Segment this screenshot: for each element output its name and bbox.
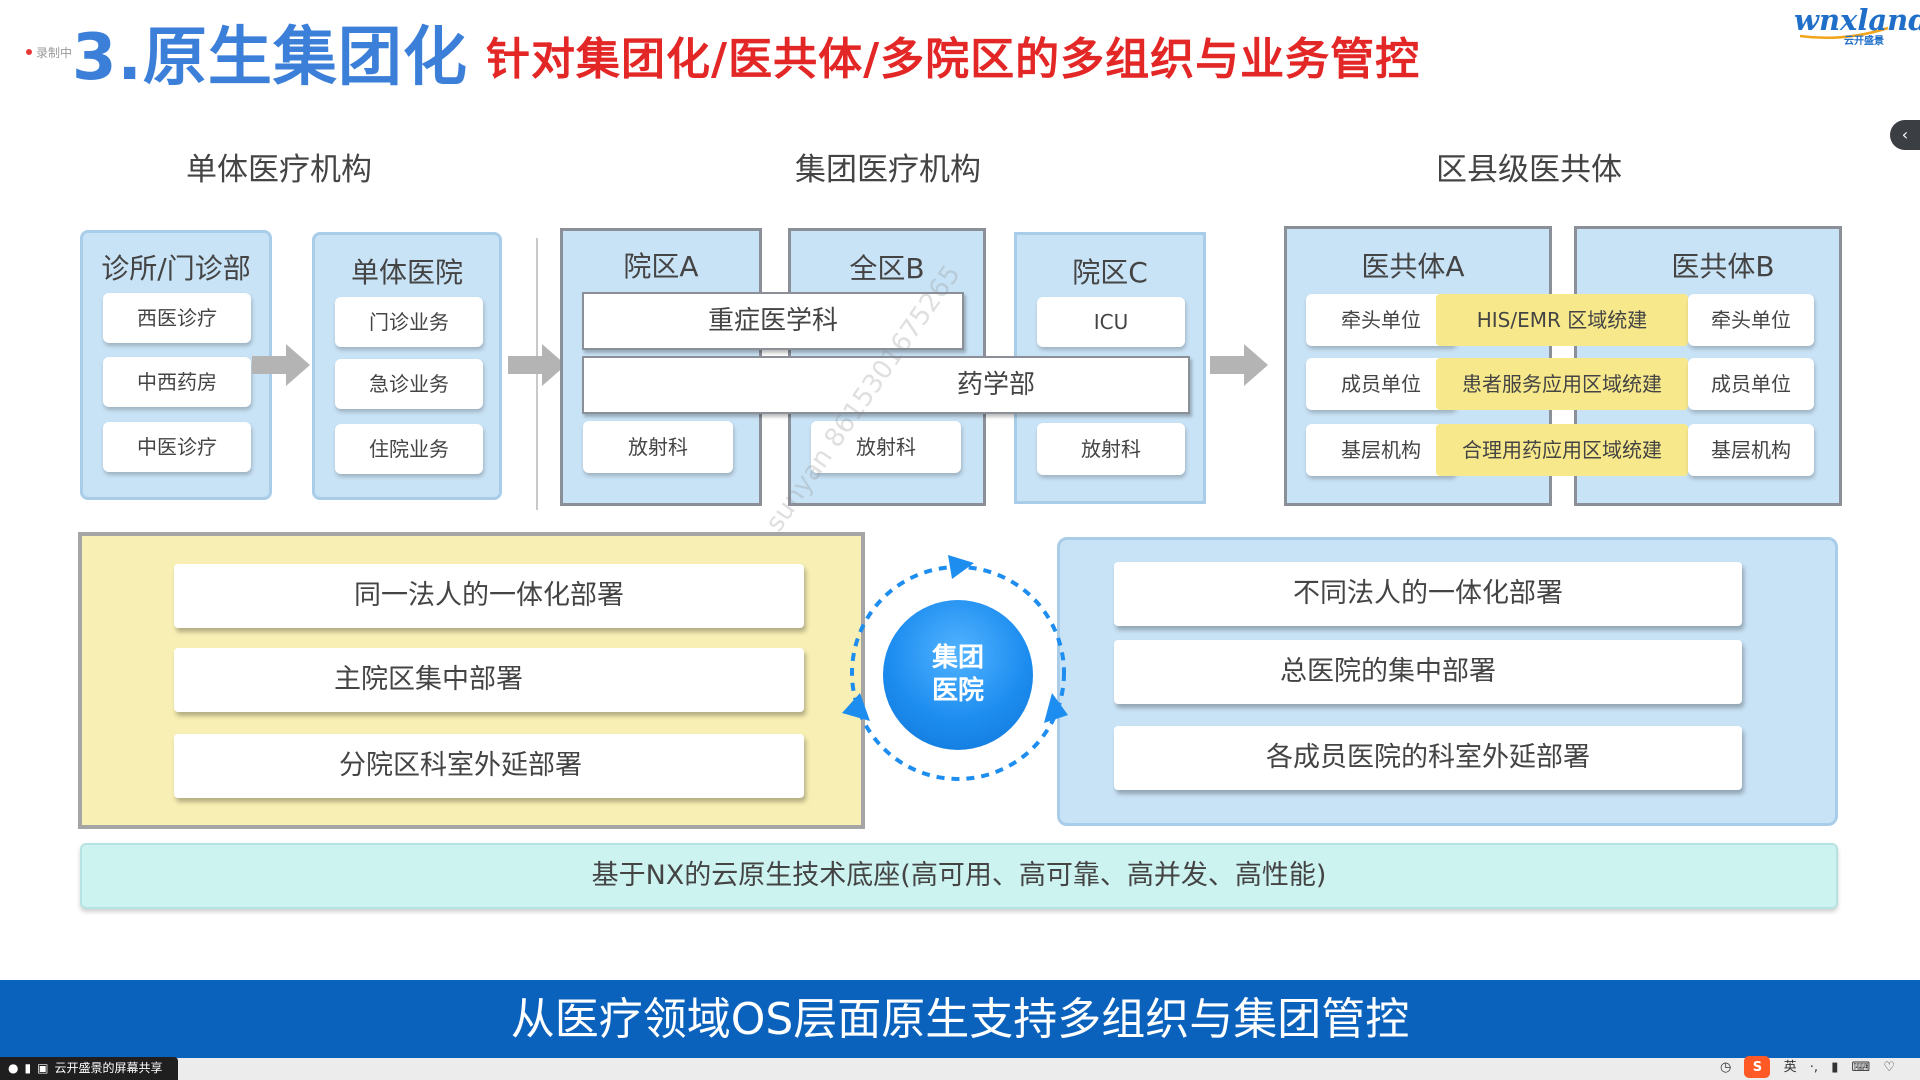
campus-b-title: 全区B (849, 252, 925, 285)
alliance-a-title: 医共体A (1361, 250, 1465, 283)
hospital-item: 住院业务 (335, 424, 483, 474)
regional-build-chip: HIS/EMR 区域统建 (1436, 294, 1688, 346)
punctuation-icon[interactable]: ·, (1809, 1060, 1819, 1075)
skin-icon[interactable]: ♡ (1883, 1060, 1896, 1075)
logo-swoosh-icon (1799, 26, 1889, 40)
arrow-right-icon (508, 344, 566, 386)
alliance-b-title: 医共体B (1671, 250, 1775, 283)
alliance-b-member: 牵头单位 (1688, 294, 1814, 346)
ime-language-indicator[interactable]: 英 (1783, 1060, 1797, 1075)
sogou-ime-icon[interactable]: S (1744, 1056, 1771, 1078)
radiology-chip: 放射科 (1037, 423, 1185, 475)
brand-logo: wnxland 云开盛景 (1794, 4, 1920, 47)
radiology-chip: 放射科 (811, 421, 961, 473)
radiology-chip: 放射科 (583, 421, 733, 473)
cycle-ring-icon (842, 555, 1068, 781)
critical-care-chip: 重症医学科 (582, 292, 964, 350)
alliance-a-member: 成员单位 (1306, 358, 1456, 410)
hub-label-line2: 医院 (931, 676, 984, 706)
deploy-different-legal-entity: 不同法人的一体化部署 总医院的集中部署 各成员医院的科室外延部署 (1057, 537, 1838, 826)
group-hospital-hub: 集团 医院 (883, 600, 1033, 750)
user-icon: ● (8, 1061, 19, 1075)
recording-indicator-icon (26, 49, 32, 55)
alliance-a-member: 牵头单位 (1306, 294, 1456, 346)
hospital-item: 急诊业务 (335, 359, 483, 409)
system-tray: ◷ S 英 ·, ▮ ⌨ ♡ (1720, 1056, 1920, 1080)
clock-icon[interactable]: ◷ (1720, 1060, 1732, 1075)
icu-chip: ICU (1037, 297, 1185, 347)
clinic-item: 中西药房 (103, 357, 251, 407)
alliance-b-member: 基层机构 (1688, 424, 1814, 476)
deploy-item: 不同法人的一体化部署 (1114, 562, 1742, 626)
microphone-icon: ▮ (24, 1061, 32, 1075)
deploy-same-legal-entity: 同一法人的一体化部署 主院区集中部署 分院区科室外延部署 (78, 532, 865, 829)
pharmacy-chip: 药学部 (582, 356, 1190, 414)
chevron-left-icon: ‹ (1901, 125, 1909, 144)
share-label: 云开盛景的屏幕共享 (54, 1061, 163, 1075)
section-title-county: 区县级医共体 (1436, 152, 1622, 188)
screen-icon: ▣ (37, 1061, 49, 1075)
arrow-right-icon (252, 344, 310, 386)
campus-c-title: 院区C (1072, 256, 1148, 289)
screen-share-indicator[interactable]: ● ▮ ▣ 云开盛景的屏幕共享 (0, 1057, 178, 1080)
side-panel-toggle[interactable]: ‹ (1890, 120, 1920, 150)
taskbar (0, 1058, 1920, 1080)
alliance-b-member: 成员单位 (1688, 358, 1814, 410)
deploy-item: 总医院的集中部署 (1114, 640, 1742, 704)
tech-foundation-bar: 基于NX的云原生技术底座(高可用、高可靠、高并发、高性能) (80, 843, 1838, 909)
panel-single-hospital: 单体医院 门诊业务 急诊业务 住院业务 (312, 232, 502, 500)
campus-a-title: 院区A (623, 250, 699, 283)
page-subtitle: 针对集团化/医共体/多院区的多组织与业务管控 (486, 34, 1421, 85)
panel-hospital-title: 单体医院 (350, 256, 463, 289)
panel-clinic-title: 诊所/门诊部 (101, 252, 251, 285)
panel-campus-a: 院区A 放射科 (560, 228, 762, 506)
arrow-right-icon (1210, 344, 1268, 386)
panel-clinic: 诊所/门诊部 西医诊疗 中西药房 中医诊疗 (80, 230, 272, 500)
keyboard-icon[interactable]: ⌨ (1851, 1060, 1871, 1075)
deploy-item: 同一法人的一体化部署 (174, 564, 804, 628)
logo-subtext: 云开盛景 (1844, 36, 1884, 47)
hub-label-line1: 集团 (931, 643, 984, 673)
bottom-banner: 从医疗领域OS层面原生支持多组织与集团管控 (0, 980, 1920, 1062)
recording-label: 录制中 (36, 46, 73, 60)
microphone-icon[interactable]: ▮ (1831, 1060, 1839, 1075)
hospital-item: 门诊业务 (335, 297, 483, 347)
regional-build-chip: 患者服务应用区域统建 (1436, 358, 1688, 410)
clinic-item: 中医诊疗 (103, 422, 251, 472)
deploy-item: 各成员医院的科室外延部署 (1114, 726, 1742, 790)
regional-build-chip: 合理用药应用区域统建 (1436, 424, 1688, 476)
section-title-group: 集团医疗机构 (795, 152, 981, 188)
section-title-single: 单体医疗机构 (186, 152, 372, 188)
page-title: 3.原生集团化 (72, 21, 468, 95)
deploy-item: 主院区集中部署 (174, 648, 804, 712)
alliance-a-member: 基层机构 (1306, 424, 1456, 476)
logo-wordmark: wnxland (1794, 3, 1920, 37)
deploy-item: 分院区科室外延部署 (174, 734, 804, 798)
clinic-item: 西医诊疗 (103, 293, 251, 343)
